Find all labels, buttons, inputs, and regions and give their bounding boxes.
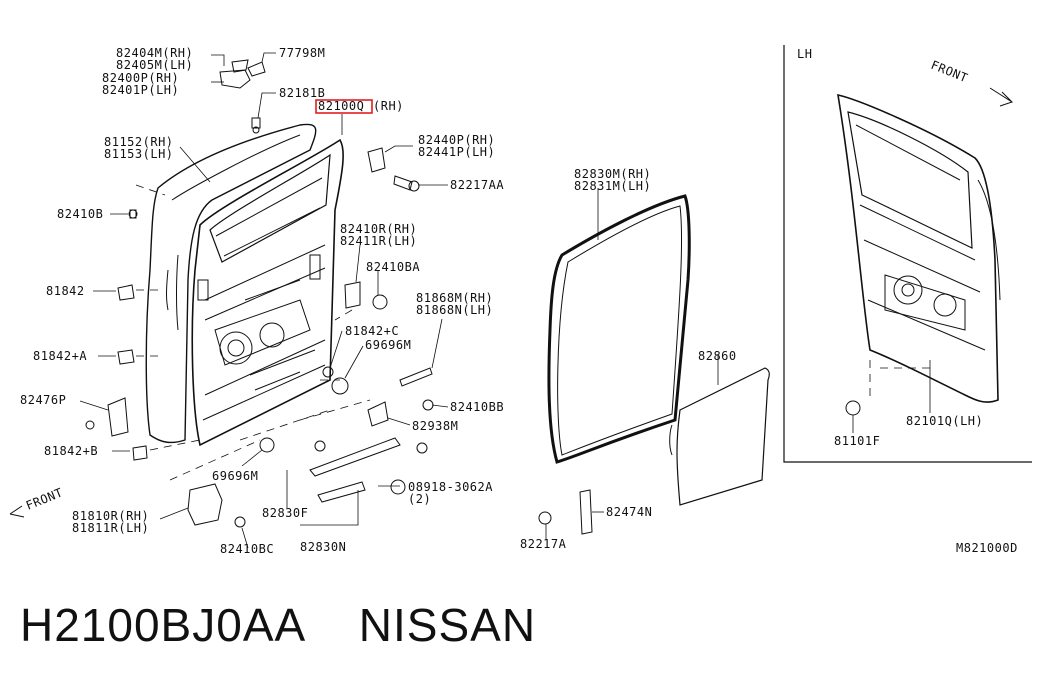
bumper-81842 [117, 284, 135, 301]
label-81842b: 81842+B [44, 444, 98, 458]
hinge-top [219, 59, 251, 89]
standard-part-symbol [390, 479, 406, 495]
label-81810r: 81810R(RH) [72, 509, 149, 523]
trim-panel [676, 367, 770, 506]
label-81842a: 81842+A [33, 349, 87, 363]
label-82830n: 82830N [300, 540, 346, 554]
label-82474n: 82474N [606, 505, 652, 519]
label-82411r: 82411R(LH) [340, 234, 417, 248]
label-69696m-b: 69696M [212, 469, 258, 483]
lower-hinge [187, 483, 223, 526]
front-label-bottom: FRONT [24, 485, 65, 512]
label-82101q: 82101Q(LH) [906, 414, 983, 428]
latch-bracket [367, 147, 386, 173]
label-82938m: 82938M [412, 419, 458, 433]
part-number: H2100BJ0AA [20, 599, 304, 651]
label-82830m: 82830M(RH) [574, 167, 651, 181]
brand-name: NISSAN [358, 599, 537, 651]
front-arrow-top [989, 87, 1014, 107]
label-81101f: 81101F [834, 434, 880, 448]
label-82831m: 82831M(LH) [574, 179, 651, 193]
label-82410bb: 82410BB [450, 400, 504, 414]
label-82860: 82860 [698, 349, 737, 363]
dashed-guides [135, 184, 930, 481]
label-82410bc: 82410BC [220, 542, 274, 556]
label-82181b: 82181B [279, 86, 325, 100]
label-82410b: 82410B [57, 207, 103, 221]
label-82400p: 82400P(RH) [102, 71, 179, 85]
footer-title: H2100BJ0AA NISSAN [20, 598, 536, 652]
label-81868m: 81868M(RH) [416, 291, 493, 305]
label-82440p: 82440P(RH) [418, 133, 495, 147]
lh-panel-frame [783, 45, 1032, 463]
label-82100q-side: (RH) [373, 99, 404, 113]
step-trim [309, 437, 401, 477]
label-81868n: 81868N(LH) [416, 303, 493, 317]
label-82476p: 82476P [20, 393, 66, 407]
label-69696m-a: 69696M [365, 338, 411, 352]
lh-door-drawing [837, 93, 1001, 403]
label-81152: 81152(RH) [104, 135, 174, 149]
label-82217a: 82217A [520, 537, 567, 551]
label-81811r: 81811R(LH) [72, 521, 149, 535]
front-arrow-bottom [9, 505, 25, 518]
label-81842: 81842 [46, 284, 85, 298]
leader-lines [79, 52, 931, 549]
label-82441p: 82441P(LH) [418, 145, 495, 159]
lh-panel-title: LH [797, 47, 812, 61]
highlight-box-82100q [315, 99, 373, 114]
weatherstrip-seal [547, 194, 691, 464]
label-82401p: 82401P(LH) [102, 83, 179, 97]
label-82405m: 82405M(LH) [116, 58, 193, 72]
striker-82474n [579, 489, 593, 535]
label-82217aa: 82217AA [450, 178, 504, 192]
label-82404m: 82404M(RH) [116, 46, 193, 60]
label-81153: 81153(LH) [104, 147, 174, 161]
diagram-code: M821000D [956, 541, 1018, 555]
label-82410ba: 82410BA [366, 260, 420, 274]
label-77798m: 77798M [279, 46, 325, 60]
label-82100q: 82100Q [318, 99, 364, 113]
label-82410r: 82410R(RH) [340, 222, 417, 236]
label-82830f: 82830F [262, 506, 308, 520]
front-label-top: FRONT [929, 58, 970, 85]
rh-door-drawing [145, 123, 344, 447]
label-08918-qty: (2) [408, 492, 431, 506]
label-08918: 08918-3062A [408, 480, 493, 494]
label-81842c: 81842+C [345, 324, 399, 338]
